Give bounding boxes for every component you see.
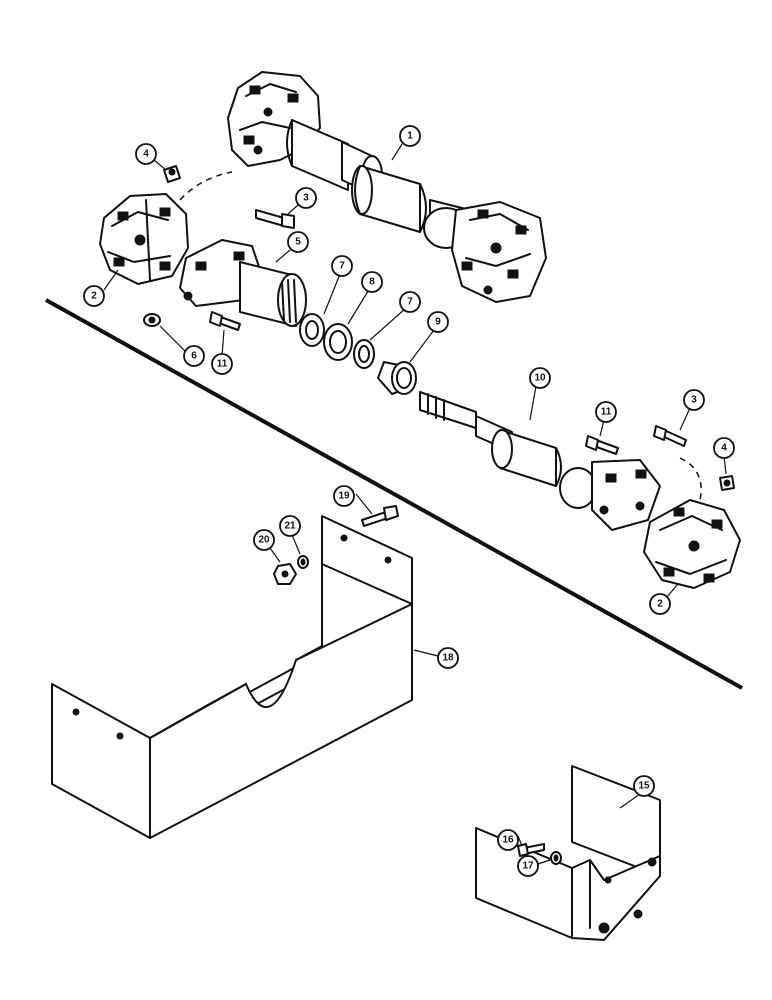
bolt-11-lower (585, 435, 619, 455)
callout-label-7a: 7 (339, 261, 345, 272)
grease-fitting-upper (163, 165, 181, 183)
callout-label-10: 10 (534, 373, 546, 384)
callout-10: 10 (529, 367, 551, 389)
callout-label-7b: 7 (407, 297, 413, 308)
dashed-connector-upper (179, 171, 233, 201)
slip-yoke (179, 239, 307, 327)
seal-8 (323, 323, 353, 361)
callout-16: 16 (497, 829, 519, 851)
callout-label-4b: 4 (721, 443, 727, 454)
callout-label-21: 21 (284, 521, 296, 532)
callout-7a: 7 (331, 255, 353, 277)
washer-17 (550, 851, 562, 865)
callout-label-3b: 3 (691, 395, 697, 406)
callout-1: 1 (399, 125, 421, 147)
callout-label-19: 19 (338, 491, 350, 502)
callout-label-11a: 11 (217, 359, 228, 370)
bolt-upper (255, 209, 295, 229)
washer-7a (299, 313, 325, 347)
grease-fitting-6 (143, 313, 161, 327)
grease-fitting-lower (719, 475, 735, 491)
drive-shaft-lower (419, 391, 661, 531)
callout-label-2b: 2 (657, 599, 663, 610)
nut-20 (273, 563, 297, 585)
callout-19: 19 (333, 485, 355, 507)
callout-7b: 7 (399, 291, 421, 313)
callout-label-6: 6 (191, 351, 197, 362)
callout-2a: 2 (83, 285, 105, 307)
callout-label-15: 15 (638, 781, 650, 792)
flexible-coupling-left (99, 193, 189, 285)
callout-20: 20 (253, 529, 275, 551)
callout-label-5: 5 (295, 237, 301, 248)
callout-11a: 11 (211, 353, 233, 375)
callout-label-9: 9 (435, 317, 441, 328)
nut-9 (377, 361, 417, 395)
callout-18: 18 (437, 647, 459, 669)
shield-large-18 (51, 515, 413, 839)
callout-label-4a: 4 (143, 149, 149, 160)
callout-label-2a: 2 (91, 291, 97, 302)
bolt-11-upper (209, 311, 241, 331)
callout-label-1: 1 (407, 131, 413, 142)
leader-lines (103, 143, 727, 865)
callout-5: 5 (287, 231, 309, 253)
dashed-connector-lower (679, 457, 702, 501)
callout-3b: 3 (683, 389, 705, 411)
callout-label-17: 17 (522, 861, 534, 872)
section-divider-line (45, 298, 743, 690)
callout-label-11b: 11 (601, 407, 612, 418)
callout-label-8: 8 (369, 277, 375, 288)
callout-3a: 3 (295, 187, 317, 209)
washer-7b (353, 339, 375, 369)
callout-2b: 2 (649, 593, 671, 615)
callout-21: 21 (279, 515, 301, 537)
drive-shaft-upper (227, 71, 547, 303)
callout-label-3a: 3 (303, 193, 309, 204)
washer-21 (297, 555, 309, 569)
callout-9: 9 (427, 311, 449, 333)
callout-4a: 4 (135, 143, 157, 165)
callout-15: 15 (633, 775, 655, 797)
shield-small-15 (475, 765, 661, 941)
callout-8: 8 (361, 271, 383, 293)
bolt-19 (361, 505, 399, 527)
callout-label-16: 16 (502, 835, 514, 846)
callout-6: 6 (183, 345, 205, 367)
callout-label-20: 20 (258, 535, 270, 546)
callout-17: 17 (517, 855, 539, 877)
bolt-3-lower (653, 425, 687, 447)
callout-4b: 4 (713, 437, 735, 459)
bolt-16 (517, 843, 545, 857)
callout-11b: 11 (595, 401, 617, 423)
flexible-coupling-right (643, 499, 741, 589)
callout-label-18: 18 (442, 653, 454, 664)
